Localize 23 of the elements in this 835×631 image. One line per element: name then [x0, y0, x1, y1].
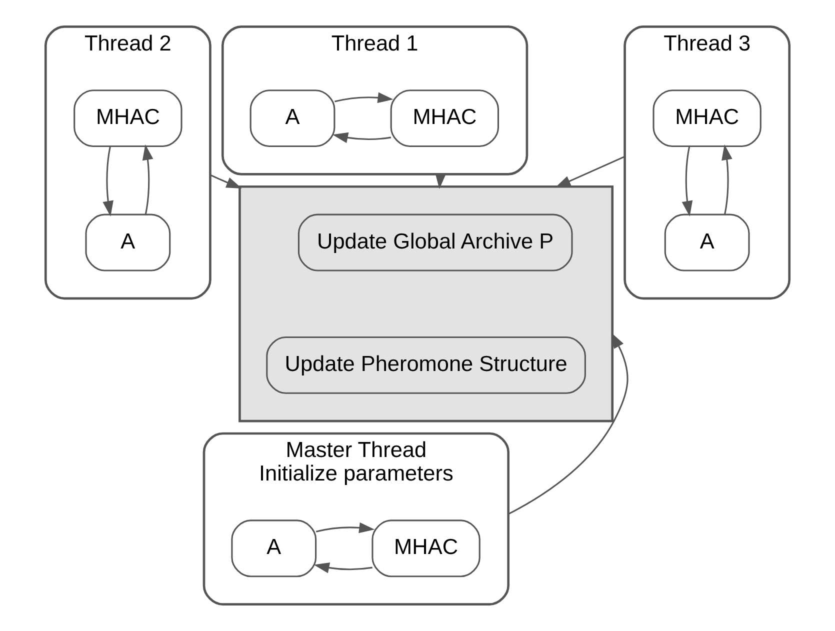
arrow — [682, 146, 693, 216]
arrow — [508, 332, 628, 515]
cluster — [238, 185, 614, 422]
node-box: A — [664, 214, 750, 272]
arrow — [332, 132, 392, 144]
node-box: MHAC — [390, 90, 500, 148]
node-box: A — [250, 90, 336, 148]
arrow — [316, 522, 375, 534]
node-box: Update Global Archive P — [298, 214, 573, 272]
node-box: MHAC — [74, 90, 182, 148]
arrow — [722, 144, 732, 214]
node-box: Update Pheromone Structure — [266, 336, 586, 394]
arrow — [210, 174, 242, 188]
arrow — [435, 173, 446, 189]
arrow — [142, 144, 154, 214]
arrow — [314, 562, 372, 574]
arrow — [334, 92, 394, 104]
arrow — [555, 156, 626, 188]
node-box: MHAC — [372, 520, 480, 578]
node-box: A — [231, 520, 317, 578]
node-box: MHAC — [652, 90, 762, 148]
node-box: A — [85, 214, 171, 272]
arrow — [102, 146, 114, 216]
